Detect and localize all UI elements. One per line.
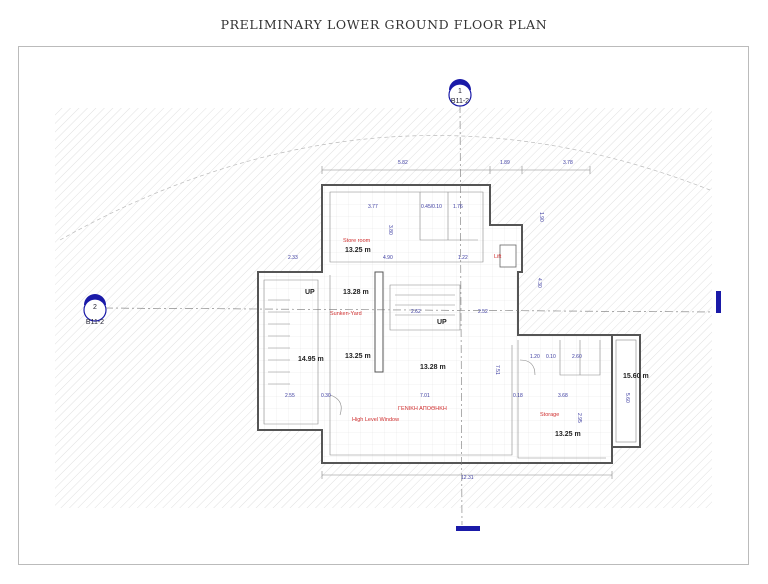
dimension-label: 2.52 xyxy=(478,309,488,315)
dimension-label: 0.45/0.10 xyxy=(421,204,442,210)
dimension-labels: 5.82 1.89 3.78 3.77 0.45/0.10 1.76 1.90 … xyxy=(285,160,630,481)
dimension-label: 1.22 xyxy=(458,255,468,261)
dimension-label: 0.18 xyxy=(513,393,523,399)
dimension-label: 2.62 xyxy=(411,309,421,315)
room-label-store-room: Store room xyxy=(343,238,371,244)
area-stair: 14.95 m xyxy=(298,356,324,363)
dimension-label: 4.30 xyxy=(536,278,542,288)
stair-up-label: UP xyxy=(437,319,447,326)
area-store-room: 13.25 m xyxy=(345,247,371,254)
dimension-label: 2.33 xyxy=(288,255,298,261)
section-ref: B11-2 xyxy=(451,98,469,105)
section-line-vertical xyxy=(459,104,463,526)
section-number: 1 xyxy=(458,88,462,95)
dimension-label: 3.78 xyxy=(563,160,573,166)
area-general: 13.28 m xyxy=(420,364,446,371)
dimension-label: 1.90 xyxy=(538,212,544,222)
dimension-label: 1.89 xyxy=(500,160,510,166)
dimension-label: 5.60 xyxy=(624,393,630,403)
section-ref: B11-2 xyxy=(86,319,104,326)
drawing-frame xyxy=(18,46,749,565)
section-marker-right[interactable] xyxy=(716,291,721,313)
area-storage: 13.25 m xyxy=(555,431,581,438)
dimension-label: 7.51 xyxy=(494,365,500,375)
section-marker-left[interactable]: 2 B11-2 xyxy=(83,294,107,326)
dimension-label: 12.31 xyxy=(461,475,474,481)
dimension-label: 2.95 xyxy=(576,413,582,423)
room-label-storage: Storage xyxy=(540,412,559,418)
dimension-label: 2.55 xyxy=(285,393,295,399)
building xyxy=(257,184,641,464)
dimension-label: 3.80 xyxy=(387,225,393,235)
dimension-label: 3.68 xyxy=(558,393,568,399)
dimension-label: 1.76 xyxy=(453,204,463,210)
site-arc xyxy=(59,135,711,241)
area-balcony: 15.60 m xyxy=(623,373,649,380)
dimension-label: 1.20 xyxy=(530,354,540,360)
room-label-general-storage: ΓΕΝΙΚΗ ΑΠΟΘΗΚΗ xyxy=(398,406,447,412)
dimension-label: 4.90 xyxy=(383,255,393,261)
section-line-horizontal xyxy=(104,307,713,313)
dimension-label: 3.77 xyxy=(368,204,378,210)
area-west: 13.25 m xyxy=(345,353,371,360)
area-sunken-yard: 13.28 m xyxy=(343,289,369,296)
dimension-label: 2.60 xyxy=(572,354,582,360)
room-label-lift: Lift xyxy=(494,254,502,260)
dimension-label: 7.01 xyxy=(420,393,430,399)
dimension-label: 5.82 xyxy=(398,160,408,166)
page-title: PRELIMINARY LOWER GROUND FLOOR PLAN xyxy=(220,17,548,32)
dimension-label: 0.10 xyxy=(546,354,556,360)
stair-up-label: UP xyxy=(305,289,315,296)
section-marker-top[interactable]: 1 B11-2 xyxy=(448,79,472,107)
dimension-label: 0.30 xyxy=(321,393,331,399)
room-label-sunken-yard: Sunken-Yard xyxy=(330,311,362,317)
section-marker-bottom[interactable] xyxy=(456,526,480,531)
section-number: 2 xyxy=(93,304,97,311)
room-label-high-level-window: High Level Window xyxy=(352,417,399,423)
